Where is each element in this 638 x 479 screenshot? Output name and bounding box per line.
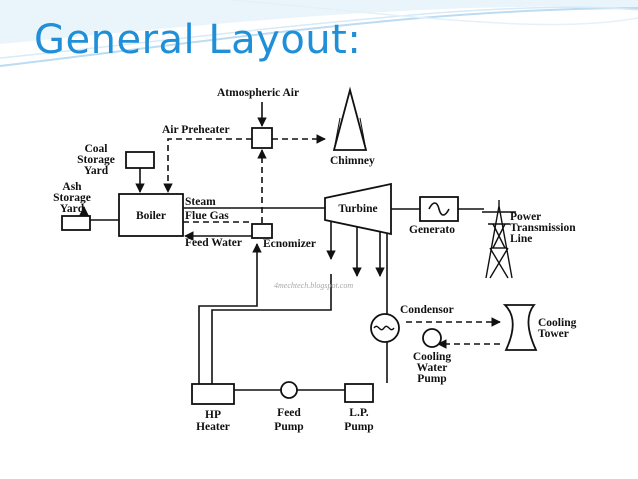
- coal-storage-yard-label-1: Coal: [85, 143, 108, 155]
- transmission-tower-icon: [482, 200, 516, 279]
- ash-storage-yard-box: [61, 215, 91, 231]
- chimney-shape: [332, 86, 368, 151]
- atmospheric-air-label: Atmospheric Air: [217, 87, 299, 99]
- cooling-water-pump-circle: [422, 328, 442, 348]
- feed-pump-circle: [280, 381, 298, 399]
- slide-title: General Layout:: [34, 17, 362, 63]
- lp-pump-label-2: Pump: [344, 421, 373, 433]
- power-transmission-line-label-2: Transmission: [510, 222, 576, 234]
- cooling-tower-label-2: Tower: [538, 328, 569, 340]
- hp-heater-label-2: Heater: [196, 421, 230, 433]
- feed-water-label: Feed Water: [185, 237, 242, 249]
- coal-storage-yard-label-3: Yard: [84, 165, 109, 177]
- power-transmission-line-label-3: Line: [510, 233, 532, 245]
- generator-label: Generato: [409, 224, 455, 236]
- ash-storage-yard-label-1: Ash: [62, 181, 82, 193]
- header-wave-decoration: [0, 0, 638, 67]
- hp-heater-to-economizer-line: [198, 243, 262, 384]
- condensor-circle: [370, 313, 400, 343]
- turbine-label: Turbine: [338, 203, 377, 215]
- power-plant-layout-diagram: Atmospheric Air Air Preheater Chimney Co…: [53, 86, 577, 433]
- air-preheater-box: [251, 127, 273, 149]
- ash-storage-yard-label-2: Storage: [53, 192, 91, 204]
- economizer-label: Ecnomizer: [263, 238, 316, 250]
- air-preheater-to-boiler-dashed: [163, 138, 252, 193]
- cooling-tower-shape: [502, 304, 538, 351]
- turbine-shape: [324, 182, 392, 236]
- flue-gas-label: Flue Gas: [185, 210, 229, 222]
- steam-label: Steam: [185, 196, 216, 208]
- generator-sine-icon: [428, 202, 450, 216]
- cooling-tower-label-1: Cooling: [538, 317, 577, 329]
- feed-pump-label-2: Pump: [274, 421, 303, 433]
- extraction-to-hp-heater-line: [211, 274, 332, 384]
- boiler-label: Boiler: [136, 210, 166, 222]
- hp-heater-box: [191, 383, 235, 405]
- watermark: 4mechtech.blogspot.com: [274, 281, 353, 290]
- chimney-label: Chimney: [330, 155, 375, 167]
- coal-storage-yard-box: [125, 151, 155, 169]
- lp-pump-label-1: L.P.: [349, 407, 369, 419]
- hp-heater-label-1: HP: [205, 409, 221, 421]
- power-transmission-line-label-1: Power: [510, 211, 541, 223]
- cooling-water-pump-label-2: Water: [417, 362, 448, 374]
- cooling-water-pump-label-3: Pump: [417, 373, 446, 385]
- ash-storage-yard-label-3: Yard: [60, 203, 85, 215]
- economizer-box: [251, 223, 273, 239]
- cooling-water-pump-label-1: Cooling: [413, 351, 452, 363]
- air-preheater-label: Air Preheater: [162, 124, 230, 136]
- lp-pump-box: [344, 383, 374, 403]
- condensor-coil-icon: [373, 325, 395, 331]
- boiler-box: [118, 193, 184, 237]
- feed-pump-label-1: Feed: [277, 407, 301, 419]
- coal-storage-yard-label-2: Storage: [77, 154, 115, 166]
- condensor-label: Condensor: [400, 304, 454, 316]
